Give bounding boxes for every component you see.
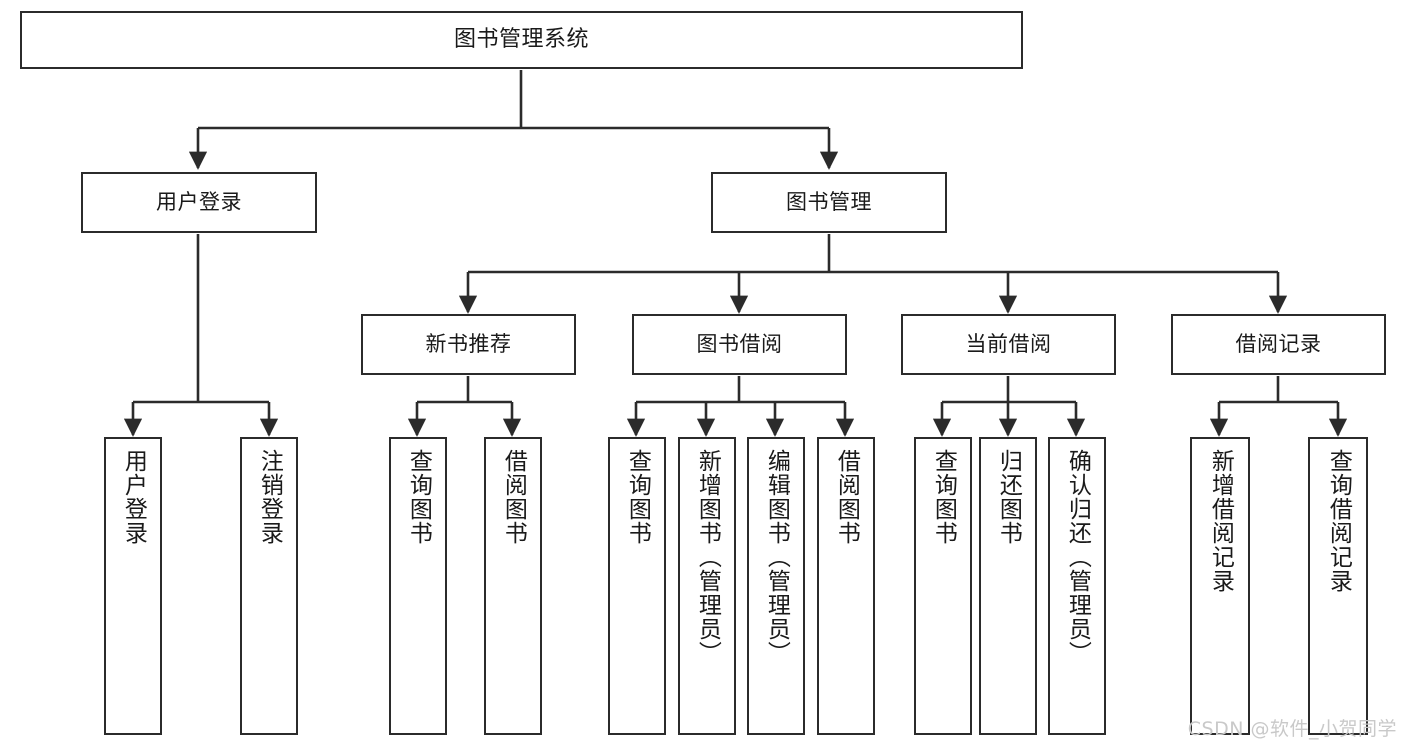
leaf-query-book-1-label: 查询图书 (405, 449, 432, 545)
leaf-user-login[interactable]: 用户登录 (104, 437, 162, 735)
node-book-manage-label: 图书管理 (786, 190, 872, 215)
leaf-borrow-book-2-label: 借阅图书 (833, 449, 860, 545)
node-book-borrow[interactable]: 图书借阅 (632, 314, 847, 375)
leaf-confirm-return[interactable]: 确认归还（管理员） (1048, 437, 1106, 735)
node-new-book-recommend-label: 新书推荐 (425, 332, 512, 357)
leaf-add-record[interactable]: 新增借阅记录 (1190, 437, 1250, 735)
leaf-query-record[interactable]: 查询借阅记录 (1308, 437, 1368, 735)
leaf-query-book-3-label: 查询图书 (930, 449, 957, 545)
leaf-edit-book[interactable]: 编辑图书（管理员） (747, 437, 805, 735)
node-borrow-record[interactable]: 借阅记录 (1171, 314, 1386, 375)
leaf-query-record-label: 查询借阅记录 (1325, 449, 1352, 593)
leaf-edit-book-label: 编辑图书（管理员） (763, 449, 790, 665)
csdn-watermark: CSDN @软件_小贺同学 (1187, 718, 1397, 740)
node-new-book-recommend[interactable]: 新书推荐 (361, 314, 576, 375)
node-borrow-record-label: 借阅记录 (1235, 332, 1322, 357)
node-root[interactable]: 图书管理系统 (20, 11, 1023, 69)
leaf-borrow-book-1[interactable]: 借阅图书 (484, 437, 542, 735)
leaf-user-login-label: 用户登录 (120, 449, 147, 545)
leaf-logout-label: 注销登录 (256, 449, 283, 545)
leaf-query-book-2[interactable]: 查询图书 (608, 437, 666, 735)
leaf-confirm-return-label: 确认归还（管理员） (1064, 449, 1091, 665)
leaf-return-book[interactable]: 归还图书 (979, 437, 1037, 735)
leaf-add-book[interactable]: 新增图书（管理员） (678, 437, 736, 735)
node-current-borrow[interactable]: 当前借阅 (901, 314, 1116, 375)
node-user-login-label: 用户登录 (156, 190, 242, 215)
leaf-query-book-1[interactable]: 查询图书 (389, 437, 447, 735)
leaf-return-book-label: 归还图书 (995, 449, 1022, 545)
leaf-borrow-book-1-label: 借阅图书 (500, 449, 527, 545)
node-book-manage[interactable]: 图书管理 (711, 172, 947, 233)
leaf-add-record-label: 新增借阅记录 (1207, 449, 1234, 593)
leaf-query-book-3[interactable]: 查询图书 (914, 437, 972, 735)
node-current-borrow-label: 当前借阅 (965, 332, 1052, 357)
leaf-add-book-label: 新增图书（管理员） (694, 449, 721, 665)
node-book-borrow-label: 图书借阅 (696, 332, 783, 357)
leaf-logout[interactable]: 注销登录 (240, 437, 298, 735)
node-user-login[interactable]: 用户登录 (81, 172, 317, 233)
leaf-query-book-2-label: 查询图书 (624, 449, 651, 545)
leaf-borrow-book-2[interactable]: 借阅图书 (817, 437, 875, 735)
node-root-label: 图书管理系统 (453, 27, 589, 53)
